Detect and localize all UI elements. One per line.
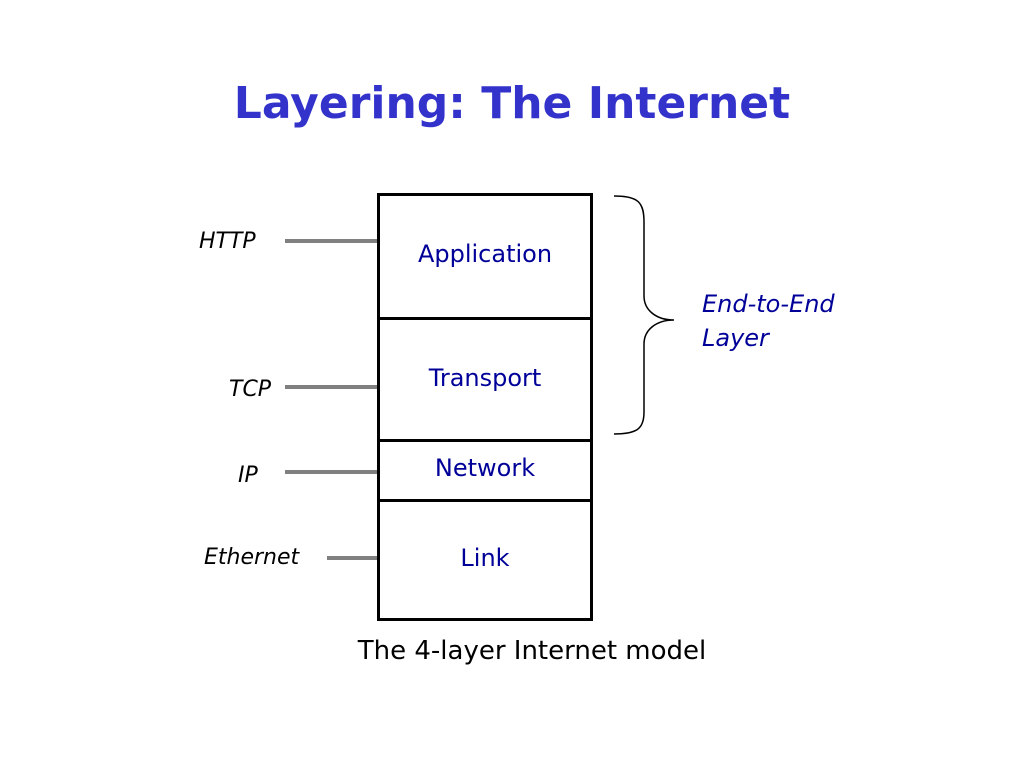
connector-line-http: [285, 239, 378, 243]
end-to-end-line1: End-to-End: [702, 290, 835, 318]
protocol-label-ethernet: Ethernet: [204, 545, 300, 570]
layer-network: Network: [380, 442, 590, 502]
protocol-label-ip: IP: [238, 463, 258, 488]
connector-line-ip: [285, 470, 378, 474]
layer-stack: Application Transport Network Link: [377, 193, 593, 621]
protocol-label-http: HTTP: [199, 229, 256, 254]
connector-line-tcp: [285, 385, 378, 389]
layer-link-label: Link: [460, 544, 510, 572]
curly-brace-icon: [613, 195, 675, 435]
layer-application-label: Application: [417, 240, 553, 268]
protocol-label-tcp: TCP: [229, 377, 272, 402]
layer-transport: Transport: [380, 320, 590, 442]
layer-link: Link: [380, 502, 590, 618]
connector-line-ethernet: [327, 556, 378, 560]
end-to-end-line2: Layer: [702, 324, 769, 352]
layer-application: Application: [380, 196, 590, 320]
layer-transport-label: Transport: [428, 364, 542, 392]
end-to-end-label: End-to-End Layer: [702, 287, 835, 355]
layer-network-label: Network: [434, 454, 536, 482]
slide-title: Layering: The Internet: [233, 78, 791, 129]
diagram-caption: The 4-layer Internet model: [357, 636, 707, 666]
